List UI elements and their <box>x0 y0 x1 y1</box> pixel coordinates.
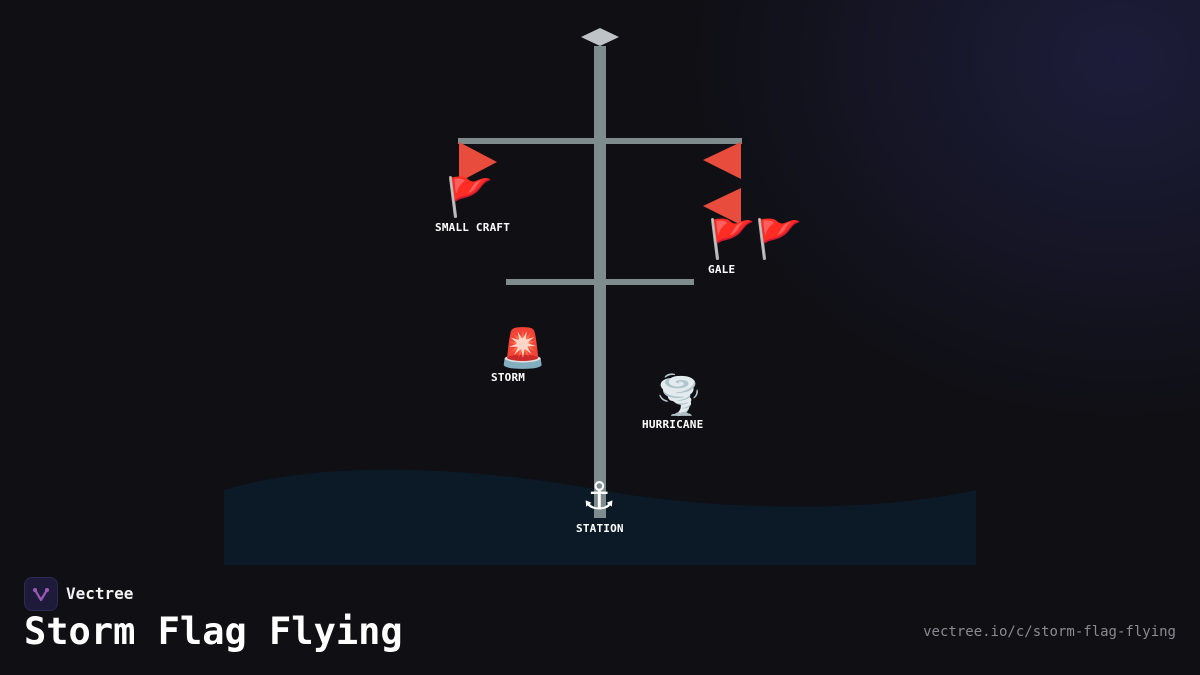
pennant-left <box>459 142 497 182</box>
hurricane-label: HURRICANE <box>642 418 704 431</box>
station-label: STATION <box>576 522 624 535</box>
storm-label: STORM <box>491 371 526 384</box>
gale-label: GALE <box>708 263 736 276</box>
page-title: Storm Flag Flying <box>24 610 403 653</box>
brand-name[interactable]: Vectree <box>66 584 134 603</box>
small-craft-flag-icon: 🚩 <box>446 175 494 219</box>
small-craft-label: SMALL CRAFT <box>435 221 511 234</box>
pennant-right-lower <box>703 188 741 225</box>
station-anchor-icon: ⚓ <box>582 474 617 518</box>
gale-flags-icon: 🚩🚩 <box>708 217 803 261</box>
hurricane-tornado-icon: 🌪️ <box>655 373 703 417</box>
vectree-logo-icon[interactable] <box>24 577 58 611</box>
lower-yardarm <box>506 279 694 285</box>
storm-siren-icon: 🚨 <box>499 326 547 370</box>
upper-yardarm <box>458 138 742 144</box>
source-url[interactable]: vectree.io/c/storm-flag-flying <box>923 624 1176 640</box>
vectree-logo-mark <box>33 588 49 602</box>
mast-cap <box>581 28 619 46</box>
pennant-right-upper <box>703 142 741 179</box>
